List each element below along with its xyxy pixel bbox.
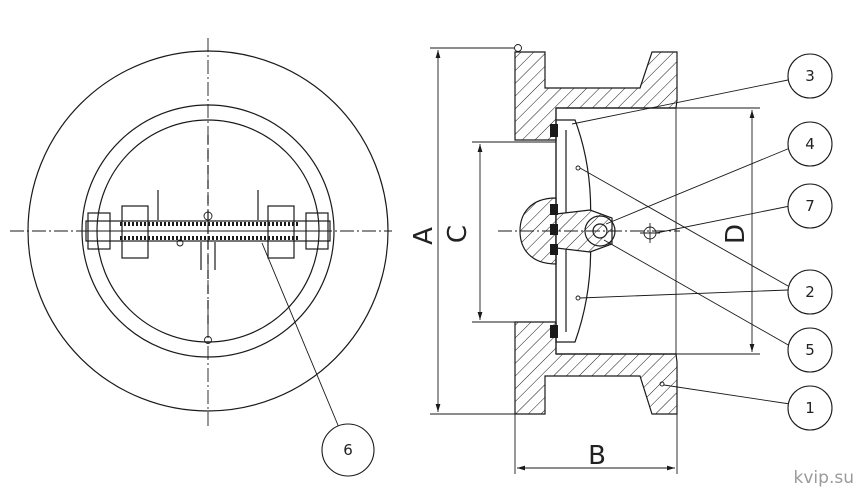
- callout-4: 4: [787, 121, 833, 167]
- leader-7: [655, 205, 791, 234]
- leader-2b: [579, 289, 789, 299]
- center-pin-top: [203, 211, 213, 221]
- dim-b-label: B: [588, 441, 606, 471]
- corner-marker: [514, 44, 522, 52]
- leader-6: [261, 242, 341, 431]
- bolt-head-right-2: [267, 205, 295, 259]
- seal-mid-3: [550, 244, 558, 255]
- callout-1: 1: [787, 385, 833, 431]
- bottom-pin: [204, 336, 212, 344]
- callout-5-label: 5: [805, 341, 815, 359]
- seal-top: [550, 124, 558, 137]
- callout-3: 3: [787, 53, 833, 99]
- center-pin-lower: [176, 239, 184, 247]
- section-view: A C D B: [409, 44, 791, 474]
- leader-2a: [579, 167, 789, 287]
- disc-marker-1: [575, 165, 581, 171]
- front-view: [10, 38, 392, 431]
- body-marker: [659, 381, 665, 387]
- callout-7: 7: [787, 183, 833, 229]
- dim-a-label: A: [409, 227, 439, 245]
- body-section-bottom: [514, 321, 678, 415]
- dim-d-label: D: [721, 224, 751, 244]
- seal-bottom: [550, 325, 558, 338]
- callout-3-label: 3: [805, 67, 815, 85]
- callout-1-label: 1: [805, 399, 815, 417]
- callout-5: 5: [787, 327, 833, 373]
- leader-1: [663, 384, 791, 405]
- callout-6-label: 6: [343, 441, 353, 459]
- leader-3: [571, 79, 789, 125]
- callout-7-label: 7: [805, 197, 815, 215]
- seal-mid-1: [550, 204, 558, 215]
- dim-c-label: C: [443, 225, 473, 243]
- seal-mid-2: [550, 224, 558, 235]
- callout-4-label: 4: [805, 135, 815, 153]
- leader-4: [605, 147, 791, 225]
- callout-2-label: 2: [805, 283, 815, 301]
- body-section-top: [514, 51, 678, 141]
- callout-6: 6: [321, 423, 375, 477]
- disc-marker-2: [575, 295, 581, 301]
- callout-2: 2: [787, 269, 833, 315]
- bolt-head-left-2: [121, 205, 149, 259]
- spring-coils: [120, 222, 300, 240]
- watermark: kvip.su: [793, 468, 854, 488]
- leader-5: [603, 239, 791, 347]
